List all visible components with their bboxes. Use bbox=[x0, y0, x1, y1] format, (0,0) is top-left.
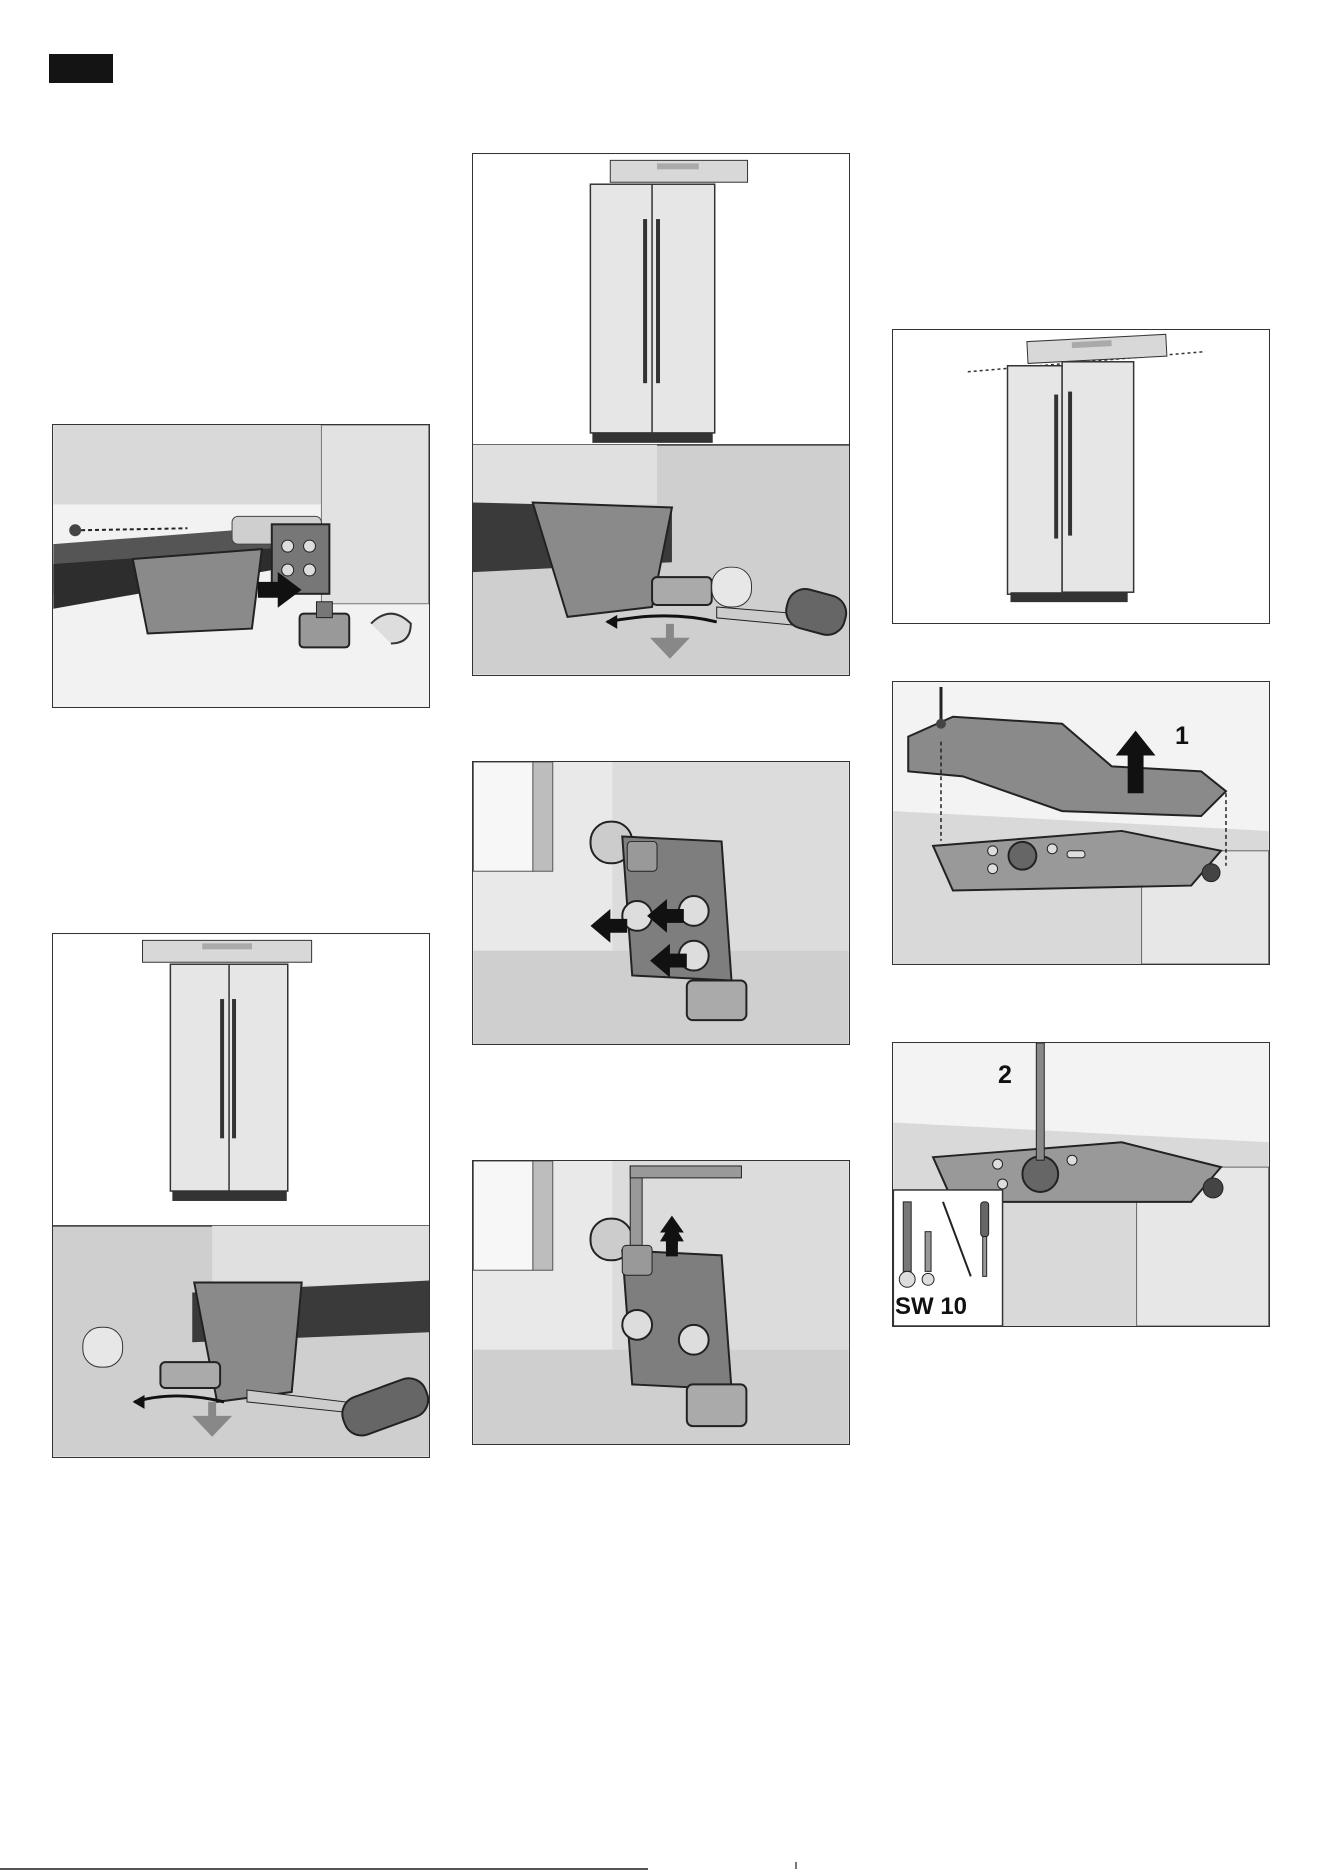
figure-hinge-cover-lift: 1 bbox=[892, 681, 1270, 965]
fridge-level-left-illustration bbox=[53, 934, 429, 1457]
figure-hinge-screws bbox=[472, 761, 850, 1045]
hinge-cover-lift-illustration bbox=[893, 682, 1269, 964]
base-cover-illustration bbox=[53, 425, 429, 707]
figure-fridge-level-left bbox=[52, 933, 430, 1458]
figure-hinge-nut-adjust: 2 SW 10 bbox=[892, 1042, 1270, 1327]
hinge-screws-illustration bbox=[473, 762, 849, 1044]
fridge-level-right-illustration bbox=[473, 154, 849, 675]
spirit-level-icon bbox=[143, 940, 312, 962]
hinge-allen-key-illustration bbox=[473, 1161, 849, 1444]
section-tab bbox=[49, 54, 113, 83]
callout-number-1: 1 bbox=[1175, 722, 1189, 751]
figure-base-cover-removal bbox=[52, 424, 430, 708]
tool-size-label: SW 10 bbox=[895, 1293, 967, 1321]
spirit-level-icon bbox=[610, 160, 747, 182]
screwdriver-icon bbox=[1036, 1043, 1044, 1160]
figure-fridge-level-right bbox=[472, 153, 850, 676]
footer-tick bbox=[795, 1862, 797, 1869]
fridge-doors-misaligned-illustration bbox=[893, 330, 1269, 623]
footer-rule bbox=[0, 1868, 648, 1870]
figure-fridge-doors-misaligned bbox=[892, 329, 1270, 624]
hinge-nut-adjust-illustration bbox=[893, 1043, 1269, 1326]
callout-number-2: 2 bbox=[998, 1061, 1012, 1090]
figure-hinge-allen-key bbox=[472, 1160, 850, 1445]
